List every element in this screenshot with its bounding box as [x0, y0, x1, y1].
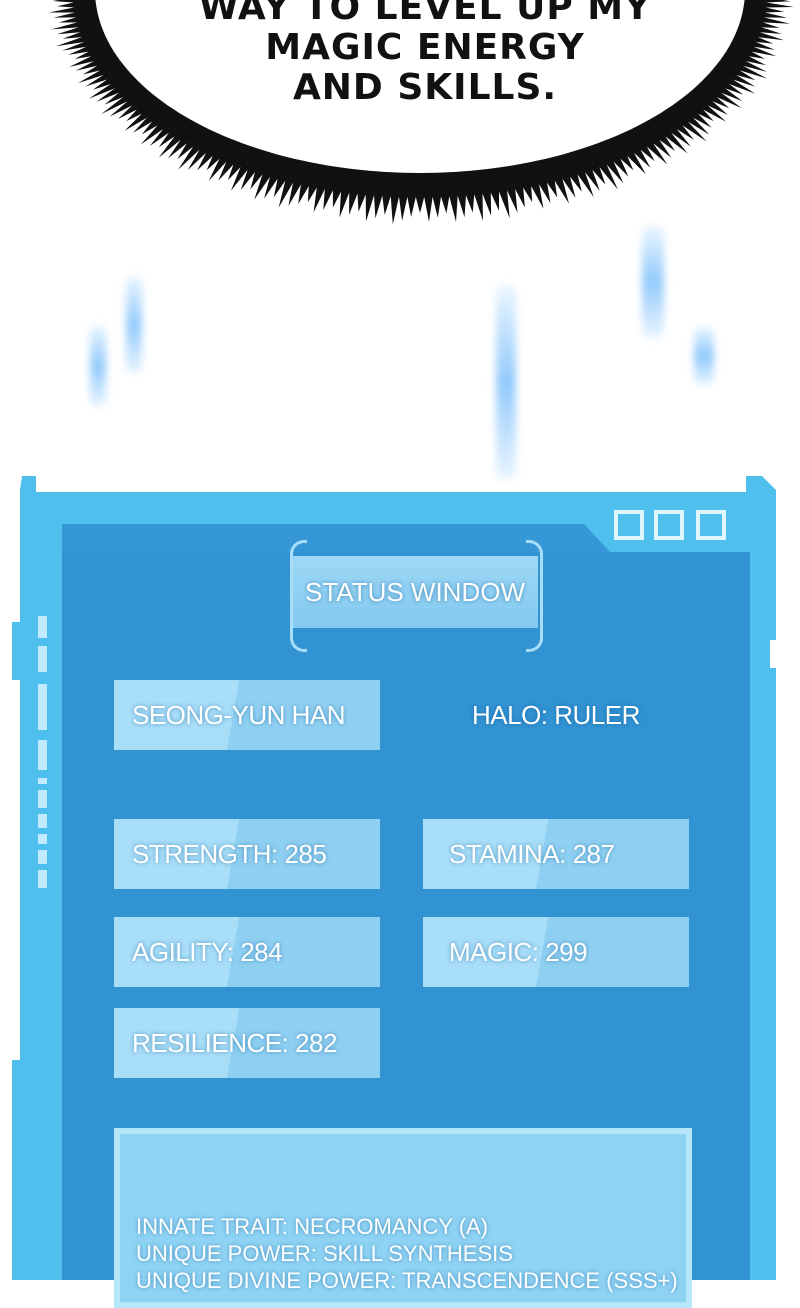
trait-unique-divine-power: UNIQUE DIVINE POWER: TRANSCENDENCE (SSS+…: [136, 1268, 678, 1293]
bubble-fill: [95, 0, 745, 173]
light-streak: [694, 326, 714, 386]
window-square-3[interactable]: [696, 510, 726, 540]
stat-agility-label: AGILITY: 284: [132, 936, 283, 967]
stat-strength: STRENGTH: 285: [114, 819, 380, 889]
speech-bubble: [48, 0, 794, 225]
trait-unique-power: UNIQUE POWER: SKILL SYNTHESIS: [136, 1241, 513, 1266]
stat-stamina-label: STAMINA: 287: [449, 838, 615, 869]
stat-resilience: RESILIENCE: 282: [114, 1008, 380, 1078]
title-bracket-left: [290, 540, 307, 652]
name-plate: SEONG-YUN HAN: [114, 680, 380, 750]
title-bracket-right: [526, 540, 543, 652]
status-window-frame: [12, 476, 776, 1280]
bubble-line-2: MAGIC ENERGY: [265, 27, 585, 68]
halo-label: HALO: RULER: [472, 700, 640, 730]
window-square-2[interactable]: [654, 510, 684, 540]
speech-bubble-text: WAY TO LEVEL UP MY MAGIC ENERGY AND SKIL…: [180, 0, 670, 108]
stat-magic-label: MAGIC: 299: [449, 936, 588, 967]
light-streak: [126, 276, 142, 374]
character-name: SEONG-YUN HAN: [132, 699, 346, 730]
stat-resilience-label: RESILIENCE: 282: [132, 1027, 337, 1058]
light-streak: [90, 325, 106, 407]
stat-agility: AGILITY: 284: [114, 917, 380, 987]
title-plate: [292, 556, 538, 628]
light-streak: [642, 226, 664, 338]
bubble-line-1: WAY TO LEVEL UP MY: [198, 0, 652, 28]
stat-magic: MAGIC: 299: [423, 917, 689, 987]
light-streak: [496, 285, 516, 480]
status-window-title: STATUS WINDOW: [304, 576, 525, 607]
bubble-line-3: AND SKILLS.: [292, 67, 558, 108]
side-ticks: [38, 616, 47, 888]
window-square-1[interactable]: [614, 510, 644, 540]
stat-strength-label: STRENGTH: 285: [132, 838, 327, 869]
trait-innate: INNATE TRAIT: NECROMANCY (A): [136, 1214, 489, 1239]
stat-stamina: STAMINA: 287: [423, 819, 689, 889]
